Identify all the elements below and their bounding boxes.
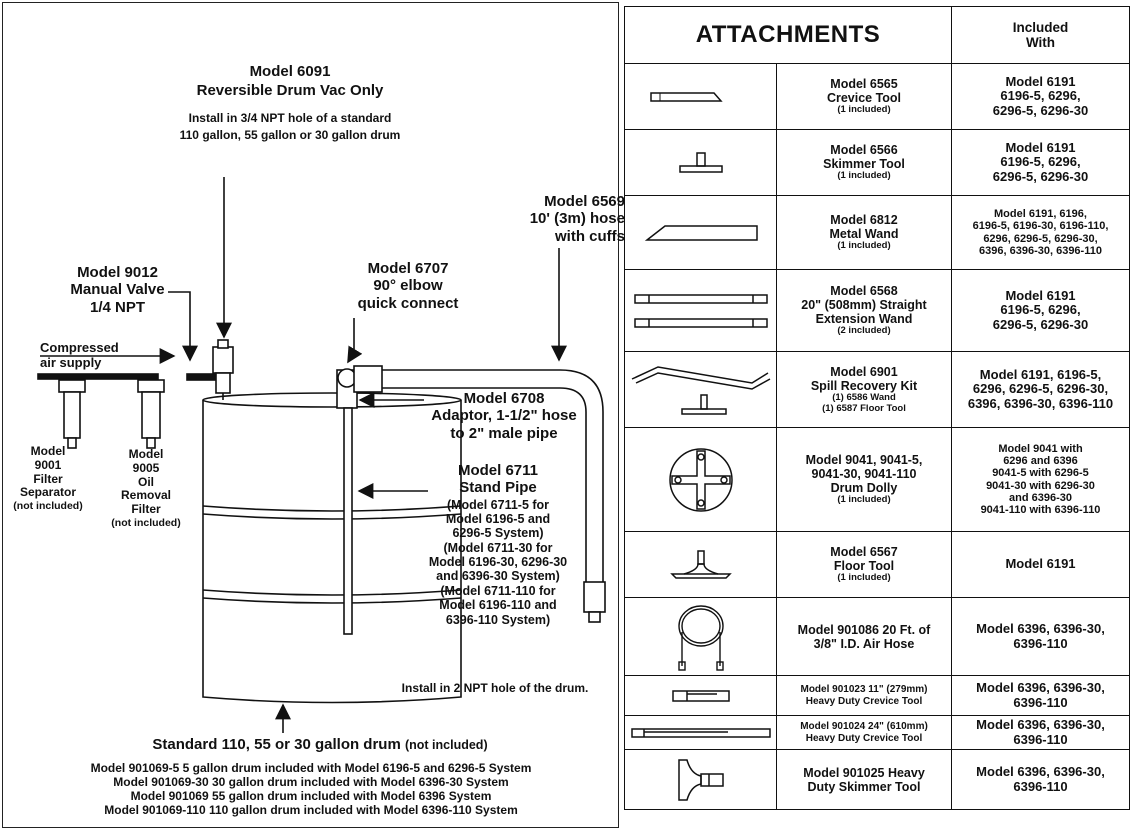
drum-title: Standard 110, 55 or 30 gallon drum (not … — [152, 736, 488, 753]
filter-separator-icon — [37, 373, 165, 449]
model-6091-install-2: 110 gallon, 55 gallon or 30 gallon drum — [179, 128, 401, 142]
model-6711-install: Install in 2 NPT hole of the drum. — [401, 681, 589, 695]
model-6091-install-1: Install in 3/4 NPT hole of a standard — [188, 111, 392, 125]
table-row: Model 901024 24" (610mm)Heavy Duty Crevi… — [624, 715, 1130, 750]
diagram-arrows — [40, 177, 567, 733]
included-with: Model 6396, 6396-30,6396-110 — [951, 749, 1130, 810]
included-with: Model 6396, 6396-30,6396-110 — [951, 597, 1130, 676]
drum-vac-icon — [186, 339, 234, 400]
included-with: Model 6191, 6196,6196-5, 6196-30, 6196-1… — [951, 195, 1130, 270]
included-with: Model 6396, 6396-30,6396-110 — [951, 675, 1130, 716]
spill-kit-icon — [624, 351, 777, 428]
included-with: Model 6191 — [951, 531, 1130, 598]
drum-icon — [202, 392, 462, 704]
metal-wand-icon — [624, 195, 777, 270]
system-diagram: Model 6091 Reversible Drum Vac Only Inst… — [2, 2, 625, 828]
drum-dolly-icon — [624, 427, 777, 532]
attachment-name: Model 901023 11" (279mm)Heavy Duty Crevi… — [776, 675, 952, 716]
included-with: Model 6191, 6196-5,6296, 6296-5, 6296-30… — [951, 351, 1130, 428]
air-hose-icon — [624, 597, 777, 676]
attachment-name: Model 901024 24" (610mm)Heavy Duty Crevi… — [776, 715, 952, 750]
included-with: Model 6396, 6396-30,6396-110 — [951, 715, 1130, 750]
diagram-drawing — [37, 177, 606, 733]
hd-crevice-11-icon — [624, 675, 777, 716]
drum-models-list: Model 901069-5 5 gallon drum included wi… — [90, 761, 532, 818]
crevice-tool-icon — [624, 63, 777, 130]
model-6091-title: Model 6091 — [249, 63, 331, 80]
hd-crevice-24-icon — [624, 715, 777, 750]
hd-skimmer-icon — [624, 749, 777, 810]
table-row: Model 901023 11" (279mm)Heavy Duty Crevi… — [624, 675, 1130, 716]
model-6091-subtitle: Reversible Drum Vac Only — [196, 82, 384, 99]
attachments-header: ATTACHMENTS — [624, 6, 952, 64]
skimmer-tool-icon — [624, 129, 777, 196]
model-6711-label: Model 6711 Stand Pipe (Model 6711-5 for … — [428, 462, 568, 627]
extension-wand-icon — [624, 269, 777, 352]
floor-tool-icon — [624, 531, 777, 598]
